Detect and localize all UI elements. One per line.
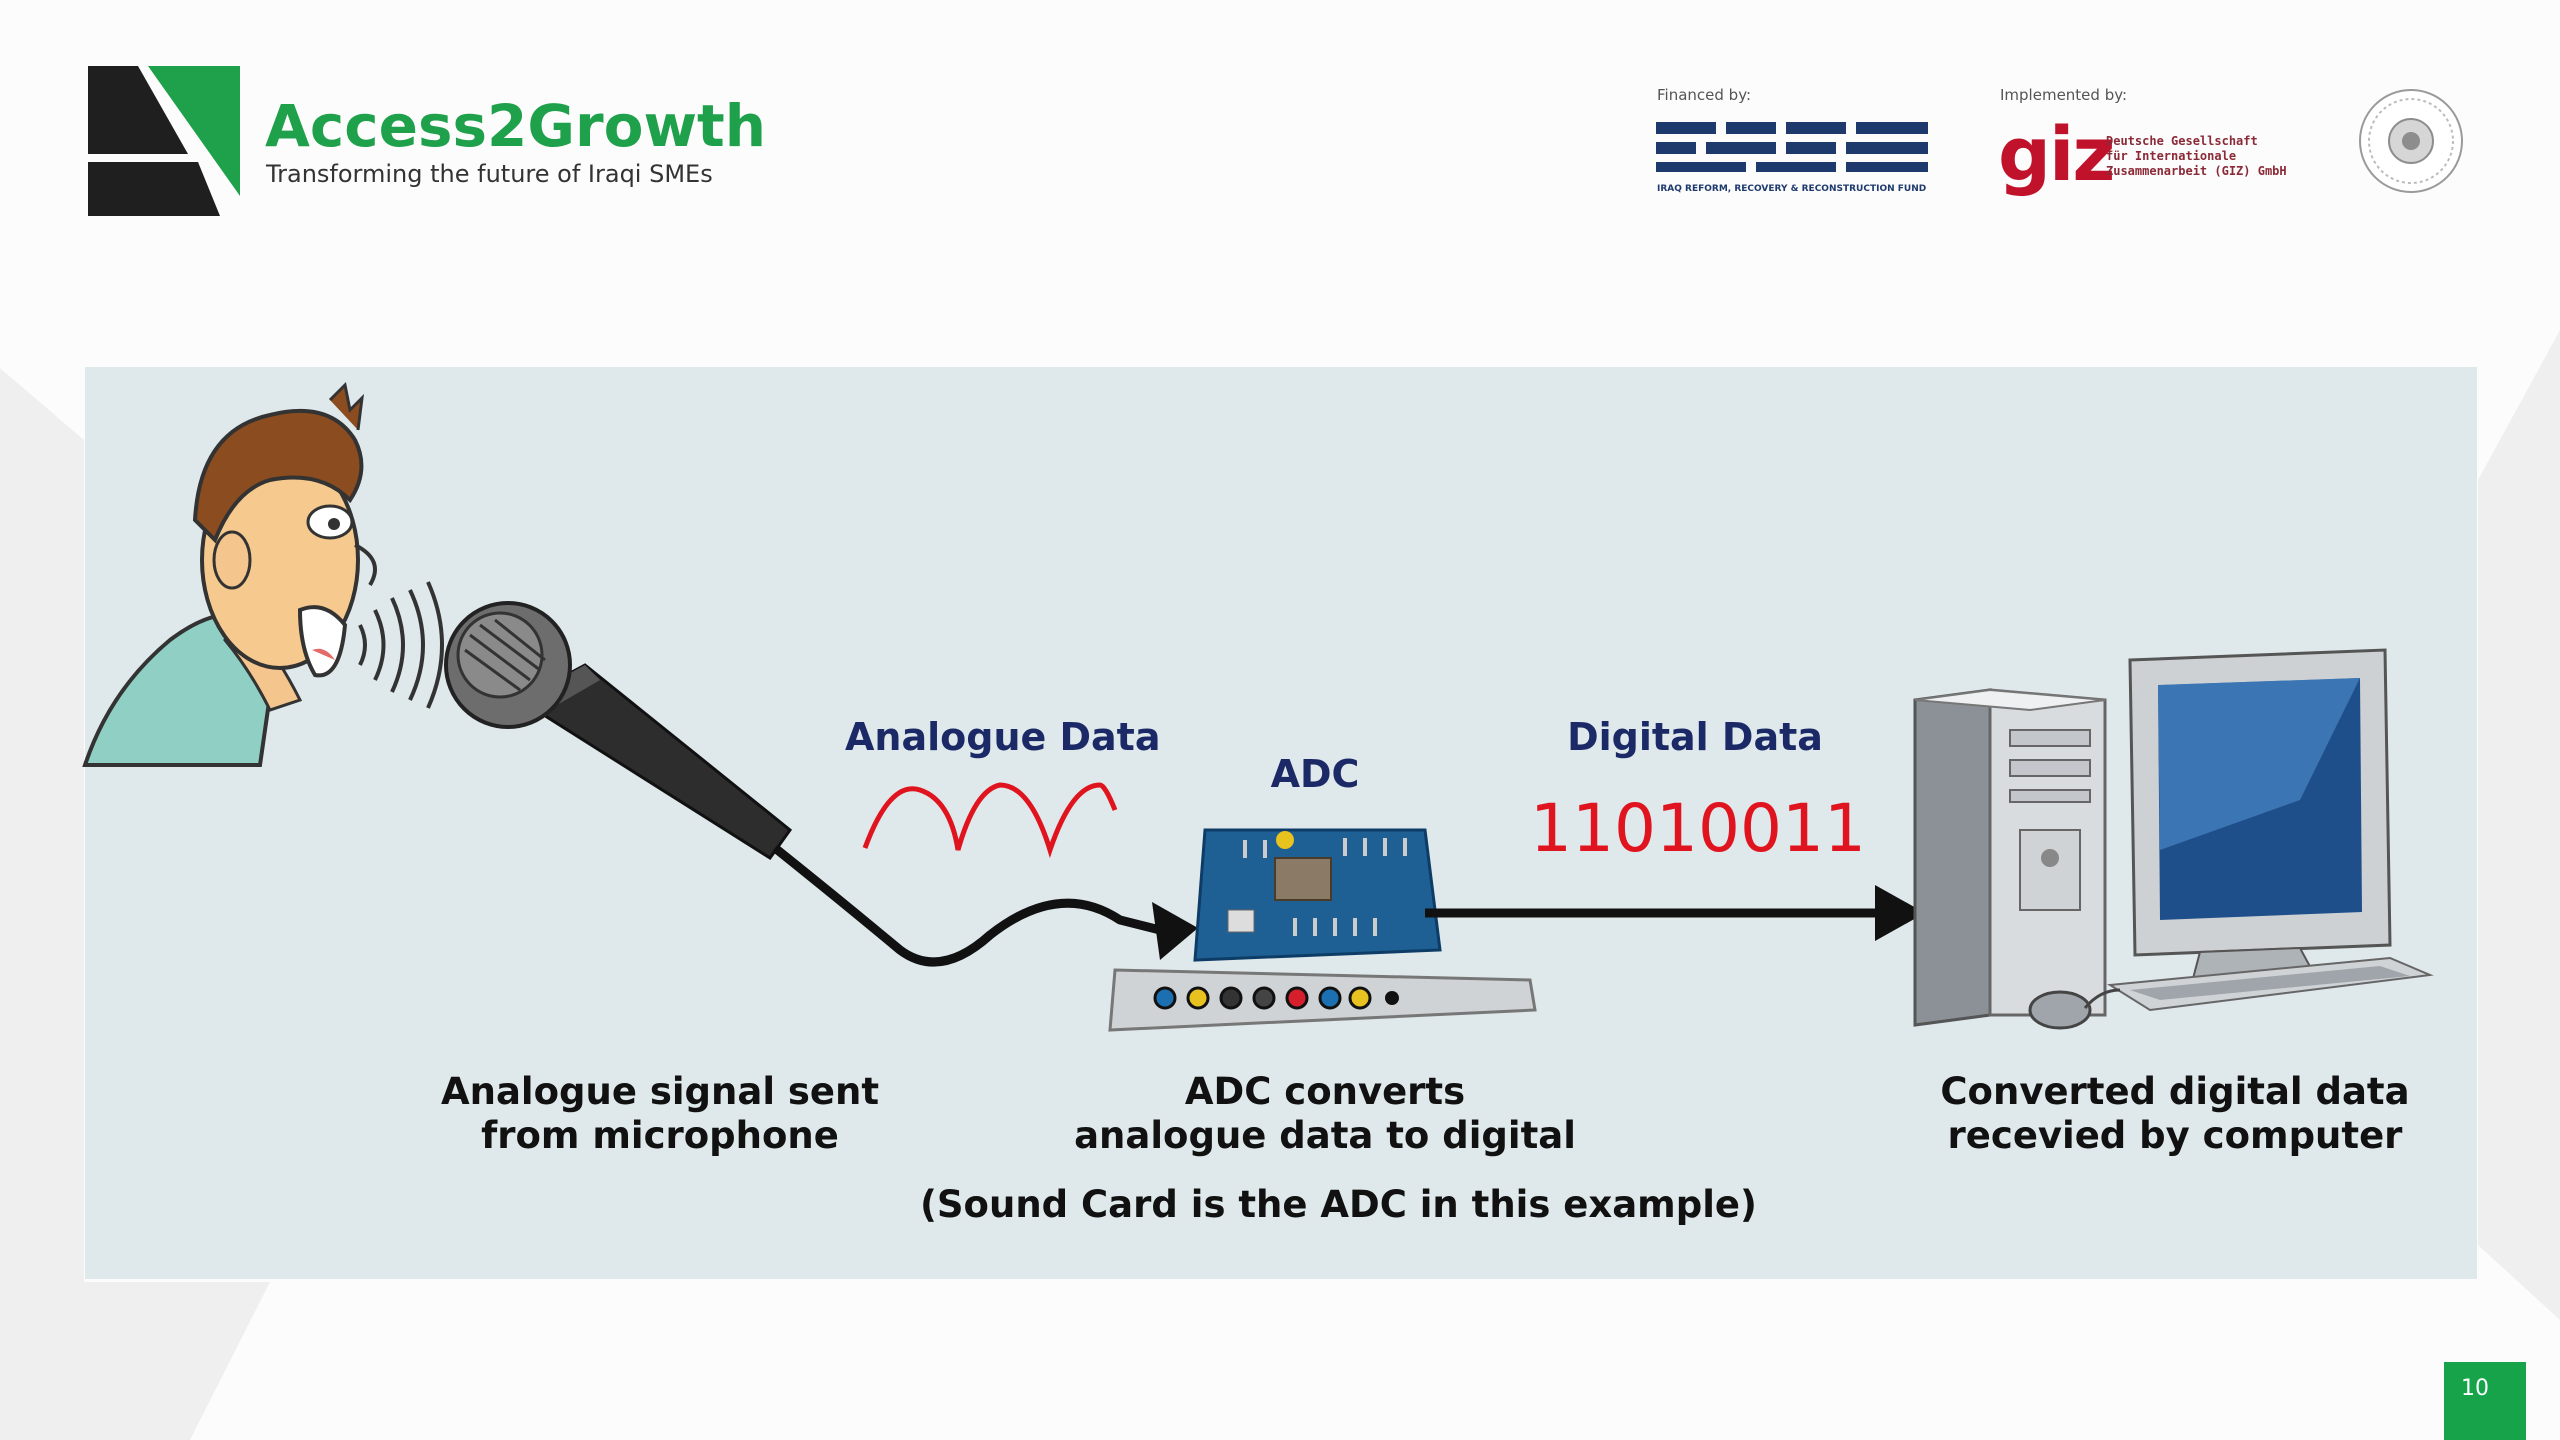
access2growth-logo-icon: [88, 66, 240, 216]
computer-illustration: [1913, 648, 2434, 1030]
page-number-badge: 10: [2444, 1362, 2526, 1440]
implemented-by-label: Implemented by:: [2000, 86, 2128, 104]
fund-subtitle: IRAQ REFORM, RECOVERY & RECONSTRUCTION F…: [1657, 184, 1927, 194]
sound-waves-icon: [358, 581, 444, 709]
financed-by-label: Financed by:: [1657, 86, 1752, 104]
digital-data-label: Digital Data: [1567, 715, 1823, 759]
giz-wordmark: giz: [1998, 112, 2115, 198]
digital-bits: 11010011: [1530, 790, 1866, 867]
brand-name: Access2Growth: [265, 92, 767, 160]
brand-tagline: Transforming the future of Iraqi SMEs: [266, 160, 713, 188]
singing-person-illustration: [82, 381, 377, 767]
caption-microphone: Analogue signal sent from microphone: [440, 1070, 880, 1157]
iraq-fund-logo-icon: [1656, 122, 1928, 172]
giz-description: Deutsche Gesellschaft für Internationale…: [2106, 134, 2287, 178]
microphone-illustration: [444, 601, 793, 861]
caption-adc-note: (Sound Card is the ADC in this example): [920, 1183, 1757, 1226]
caption-adc: ADC converts analogue data to digital: [1074, 1070, 1576, 1157]
government-seal-icon: [2359, 89, 2463, 193]
adc-label: ADC: [1270, 752, 1360, 796]
page-number: 10: [2461, 1376, 2489, 1401]
sound-card-illustration: [1108, 828, 1537, 1032]
analogue-data-label: Analogue Data: [845, 715, 1161, 759]
caption-computer: Converted digital data recevied by compu…: [1940, 1070, 2410, 1157]
